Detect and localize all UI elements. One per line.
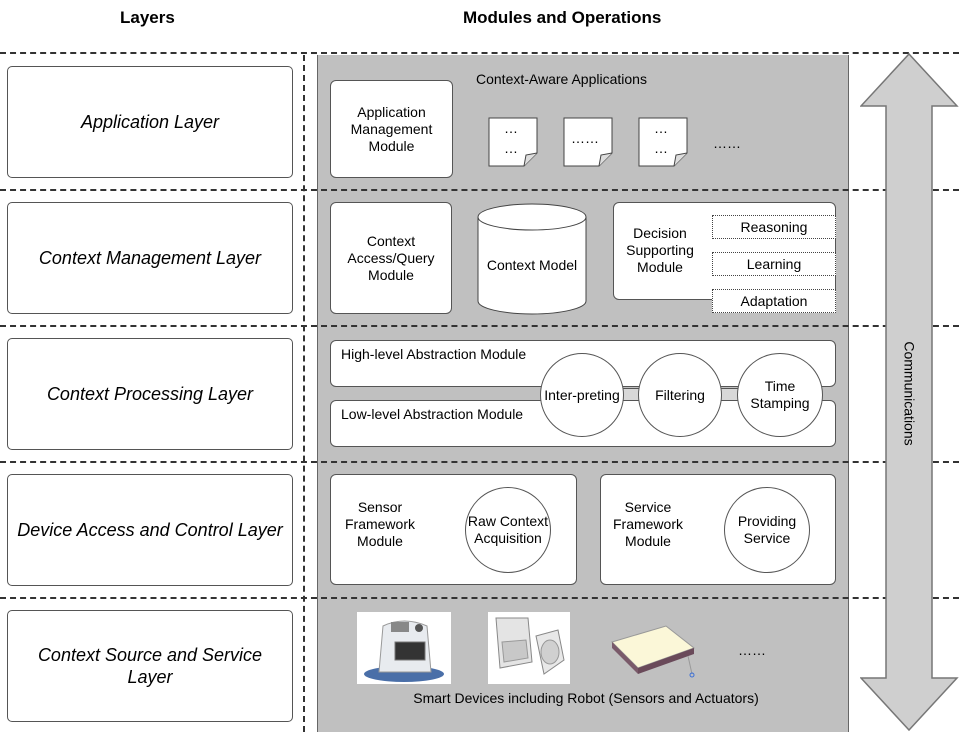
raw-context-acquisition-circle: Raw Context Acquisition (465, 487, 551, 573)
sensor-framework-label: Sensor Framework Module (344, 499, 415, 549)
context-access-query-module: Context Access/Query Module (330, 202, 452, 314)
communications-label: Communications (901, 341, 918, 446)
context-model-cylinder (477, 203, 587, 315)
separator-vertical (303, 55, 305, 732)
learning-tag: Learning (712, 252, 836, 276)
separator-1 (0, 189, 959, 191)
decision-supporting-module-label: Decision Supporting Module (626, 224, 694, 275)
more-applications-ellipsis: …… (713, 135, 741, 151)
motion-sensor-image (488, 612, 570, 684)
document-icon (638, 117, 688, 167)
separator-3 (0, 461, 959, 463)
modules-header: Modules and Operations (463, 8, 662, 27)
layers-header: Layers (120, 8, 175, 27)
context-aware-applications-title: Context-Aware Applications (476, 71, 647, 87)
document-text: … (504, 120, 518, 136)
filtering-circle: Filtering (638, 353, 722, 437)
layer-application: Application Layer (7, 66, 293, 178)
layer-context-source: Context Source and Service Layer (7, 610, 293, 722)
low-level-abstraction-label: Low-level Abstraction Module (341, 406, 524, 422)
interpreting-circle: Inter-preting (540, 353, 624, 437)
application-management-module: Application Management Module (330, 80, 453, 178)
double-arrow-icon (860, 52, 959, 732)
modem-device-image (611, 625, 696, 678)
layer-device-access: Device Access and Control Layer (7, 474, 293, 586)
document-text: …… (571, 130, 599, 146)
layer-context-management: Context Management Layer (7, 202, 293, 314)
providing-service-circle: Providing Service (724, 487, 810, 573)
document-text: … (504, 140, 518, 156)
smart-devices-caption: Smart Devices including Robot (Sensors a… (413, 690, 759, 706)
separator-4 (0, 597, 959, 599)
adaptation-tag: Adaptation (712, 289, 836, 313)
service-framework-label: Service Framework Module (612, 499, 683, 549)
document-text: … (654, 140, 668, 156)
separator-top (0, 52, 959, 54)
high-level-abstraction-label: High-level Abstraction Module (341, 346, 527, 362)
document-icon (488, 117, 538, 167)
document-icon (563, 117, 613, 167)
robot-device-image (357, 612, 451, 684)
time-stamping-circle: Time Stamping (737, 353, 823, 437)
context-model-label: Context Model (486, 256, 578, 273)
document-text: … (654, 120, 668, 136)
reasoning-tag: Reasoning (712, 215, 836, 239)
more-devices-ellipsis: …… (738, 642, 766, 658)
layer-context-processing: Context Processing Layer (7, 338, 293, 450)
separator-2 (0, 325, 959, 327)
